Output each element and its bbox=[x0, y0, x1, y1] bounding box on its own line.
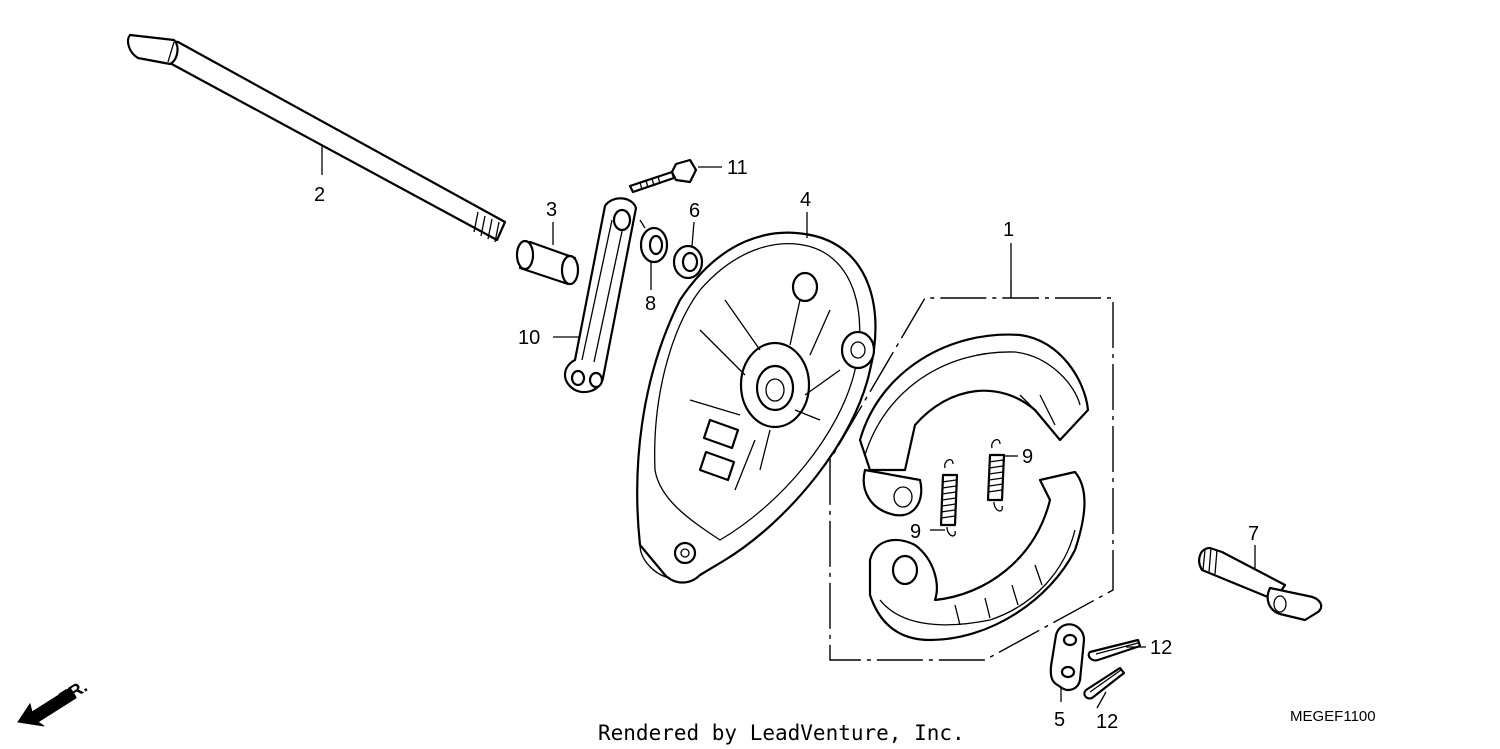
part-axle bbox=[127, 33, 507, 243]
front-arrow-icon: FR. bbox=[17, 676, 91, 727]
part-plate bbox=[1049, 623, 1086, 691]
callout-4: 4 bbox=[800, 189, 811, 211]
callout-10: 10 bbox=[518, 327, 540, 349]
diagram-code: MEGEF1100 bbox=[1290, 708, 1376, 725]
part-collar bbox=[515, 239, 580, 286]
part-brake-shoe-set bbox=[829, 280, 1114, 661]
part-brake-cam bbox=[1198, 546, 1323, 622]
callout-9-lower: 9 bbox=[910, 521, 921, 543]
part-washer bbox=[639, 219, 669, 264]
part-spring-upper bbox=[986, 439, 1006, 512]
callout-5: 5 bbox=[1054, 709, 1065, 731]
part-cotter-pin-upper bbox=[1087, 638, 1142, 662]
leader-lines bbox=[321, 145, 1256, 709]
part-brake-panel bbox=[636, 231, 877, 584]
callout-6: 6 bbox=[689, 200, 700, 222]
part-bolt bbox=[628, 158, 698, 194]
callout-labels: 1 2 3 4 5 6 7 8 9 9 10 11 12 12 bbox=[314, 157, 1259, 733]
render-credit: Rendered by LeadVenture, Inc. bbox=[598, 721, 965, 745]
callout-7: 7 bbox=[1248, 523, 1259, 545]
callout-11: 11 bbox=[727, 157, 748, 179]
part-seal bbox=[672, 244, 704, 280]
part-spring-lower bbox=[939, 459, 959, 537]
callout-9-upper: 9 bbox=[1022, 446, 1033, 468]
callout-1: 1 bbox=[1003, 219, 1014, 241]
callout-3: 3 bbox=[546, 199, 557, 221]
callout-12-lower: 12 bbox=[1096, 711, 1118, 733]
callout-2: 2 bbox=[314, 184, 325, 206]
callout-8: 8 bbox=[645, 293, 656, 315]
callout-12-upper: 12 bbox=[1150, 637, 1172, 659]
part-cotter-pin-lower bbox=[1083, 666, 1126, 700]
part-brake-arm bbox=[563, 197, 638, 394]
